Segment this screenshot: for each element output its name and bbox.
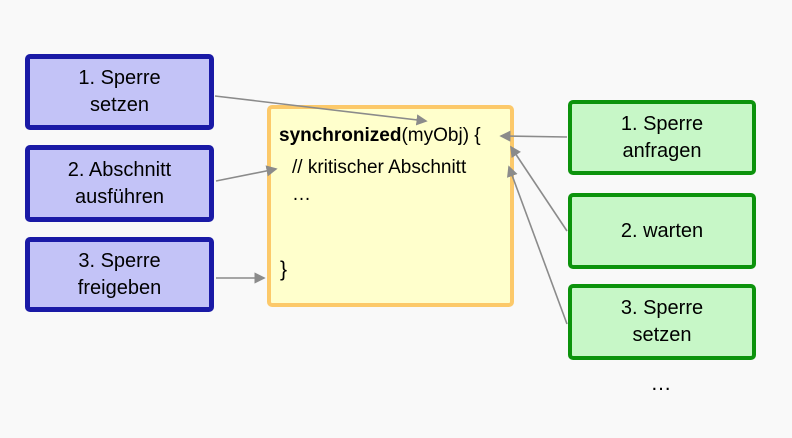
code-line-ellipsis: …: [292, 184, 313, 205]
code-line1-rest: (myObj) {: [401, 125, 481, 146]
code-keyword-synchronized: synchronized: [279, 125, 402, 146]
lock-holder-step-1-line1: 1. Sperre: [78, 67, 161, 89]
waiting-thread-step-3-line1: 3. Sperre: [620, 297, 704, 319]
waiting-thread-step-3-line2: setzen: [632, 324, 692, 346]
lock-holder-step-1-line2: setzen: [90, 94, 149, 116]
waiting-thread-step-1-box: 1. Sperre anfragen: [568, 100, 756, 175]
lock-holder-step-3-line1: 3. Sperre: [78, 249, 161, 272]
synchronized-code-block: synchronized(myObj) { // kritischer Absc…: [267, 105, 514, 307]
lock-holder-step-2-line1: 2. Abschnitt: [67, 158, 172, 181]
lock-holder-step-3-box: 3. Sperre freigeben: [25, 237, 214, 312]
waiting-thread-step-2-box: 2. warten: [568, 193, 756, 269]
waiting-thread-step-1-line2: anfragen: [622, 139, 702, 162]
waiting-thread-step-3-box: 3. Sperre setzen: [568, 284, 756, 360]
more-steps-ellipsis: …: [650, 372, 674, 395]
arrow-set-lock-to-brace: [507, 165, 568, 325]
lock-holder-step-3-line2: freigeben: [77, 276, 162, 299]
waiting-thread-step-2-line1: 2. warten: [620, 219, 704, 242]
code-line-closing-brace: }: [280, 258, 288, 281]
lock-holder-step-2-line2: ausführen: [75, 185, 164, 208]
lock-holder-step-1-box: 1. Sperre setzen: [25, 54, 214, 130]
lock-holder-step-2-box: 2. Abschnitt ausführen: [25, 145, 214, 222]
arrow-wait-to-brace: [510, 145, 568, 232]
code-line-comment: // kritischer Abschnitt: [292, 157, 467, 178]
code-line-synchronized: synchronized(myObj) {: [279, 124, 481, 148]
waiting-thread-step-1-line1: 1. Sperre: [620, 112, 704, 135]
